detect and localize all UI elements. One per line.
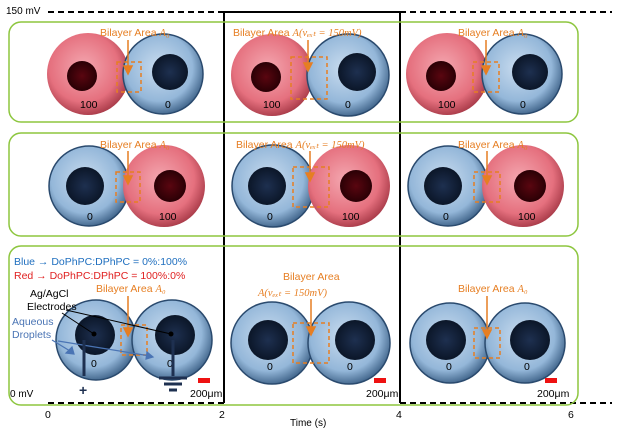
row2-col2-droplet-pair	[231, 144, 390, 228]
blue-droplet-core	[66, 167, 104, 205]
label-aext-formula-r3c2: A(vₑₓₜ = 150mV)	[257, 288, 327, 299]
row1-col1-droplet-pair	[47, 33, 204, 115]
red-droplet-core	[340, 170, 372, 202]
label-a0-r3c1: Bilayer Area A₀	[96, 283, 166, 295]
droplets-label-1: Aqueous	[12, 316, 53, 328]
droplets-label-2: Droplets	[12, 329, 51, 341]
droplet-pointers	[51, 339, 155, 360]
label-a0-r3c3: Bilayer Area A₀	[458, 283, 528, 295]
red-droplet-core	[251, 62, 281, 92]
time-tick-6: 6	[568, 409, 574, 421]
scale-label-3: 200μm	[537, 388, 570, 400]
svg-text:0: 0	[524, 361, 530, 373]
time-axis-label: Time (s)	[290, 418, 326, 429]
bilayer-arrows	[122, 40, 493, 340]
label-a0-r2c1: Bilayer Area A₀	[100, 139, 170, 151]
blue-droplet-core	[152, 54, 188, 90]
svg-text:100: 100	[263, 99, 281, 111]
svg-text:0: 0	[520, 99, 526, 111]
plus-sign: +	[79, 382, 87, 398]
electrode-pointers	[61, 309, 172, 335]
svg-text:0: 0	[167, 358, 173, 370]
bilayer-labels: Bilayer Area A₀ Bilayer Area A(vₑₓₜ = 15…	[96, 27, 528, 299]
svg-text:0: 0	[165, 99, 171, 111]
blue-droplet-core	[248, 167, 286, 205]
svg-text:100: 100	[342, 211, 360, 223]
row1-col3-droplet-pair	[406, 33, 563, 115]
electrodes-label-2: Electrodes	[27, 301, 77, 313]
row3-col1-droplet-pair	[55, 299, 213, 381]
voltage-top-label: 150 mV	[6, 6, 41, 17]
panel-row-3	[8, 245, 579, 406]
panel-row-2	[8, 132, 579, 237]
svg-text:100: 100	[518, 211, 536, 223]
blue-droplet-core	[248, 320, 288, 360]
blue-droplet-core	[426, 320, 466, 360]
time-tick-0: 0	[45, 409, 51, 421]
label-a0-r1c1: Bilayer Area A₀	[100, 27, 170, 39]
row2-col3-droplet-pair	[407, 145, 564, 227]
droplet-values: 100 0 100 0 100 0 0 100 0 100 0 100 0 0 …	[80, 99, 536, 373]
electrode-wires	[82, 340, 175, 376]
svg-text:0: 0	[91, 358, 97, 370]
label-a0-r1c3: Bilayer Area A₀	[458, 27, 528, 39]
time-tick-4: 4	[396, 409, 402, 421]
svg-text:0: 0	[347, 361, 353, 373]
bilayer-region-box	[292, 166, 330, 208]
svg-text:0: 0	[443, 211, 449, 223]
panel-row-1	[8, 21, 579, 123]
label-aext-r1c2: Bilayer Area A(vₑₓₜ = 150mV)	[233, 27, 362, 39]
svg-text:0: 0	[87, 211, 93, 223]
red-droplet-core	[67, 61, 97, 91]
red-droplet-core	[154, 170, 186, 202]
bilayer-region-box	[290, 56, 328, 100]
ground-symbol-icon	[159, 376, 187, 392]
voltage-waveform	[48, 11, 612, 404]
bilayer-region-box	[115, 171, 141, 203]
electrode-tip-left	[91, 331, 97, 337]
red-droplet-core	[514, 170, 546, 202]
blue-droplet-core	[338, 53, 376, 91]
electrode-tip-right	[168, 331, 174, 337]
row2-col1-droplet-pair	[48, 145, 205, 227]
blue-droplet-core	[512, 54, 548, 90]
row3-col3-droplet-pair	[409, 302, 566, 384]
svg-text:100: 100	[80, 99, 98, 111]
scale-bar-1	[198, 378, 210, 383]
svg-text:0: 0	[267, 361, 273, 373]
svg-text:0: 0	[267, 211, 273, 223]
legend-blue: Blue → DoPhPC:DPhPC = 0%:100%	[14, 256, 187, 268]
label-aext-r2c2: Bilayer Area A(vₑₓₜ = 150mV)	[236, 139, 365, 151]
blue-droplet-core	[424, 167, 462, 205]
blue-droplet-core	[510, 320, 550, 360]
scale-label-2: 200μm	[366, 388, 399, 400]
svg-text:0: 0	[345, 99, 351, 111]
blue-droplet-core	[335, 320, 375, 360]
red-droplet-core	[426, 61, 456, 91]
row3-col2-droplet-pair	[230, 301, 391, 385]
label-bilayer-area-r3c2: Bilayer Area	[283, 271, 340, 283]
electrodes-label-1: Ag/AgCl	[30, 288, 69, 300]
scale-label-1: 200μm	[190, 388, 223, 400]
blue-droplet-core	[155, 315, 195, 355]
voltage-bottom-label: 0 mV	[10, 389, 34, 400]
svg-text:0: 0	[446, 361, 452, 373]
row1-col2-droplet-pair	[231, 33, 390, 117]
time-tick-2: 2	[219, 409, 225, 421]
label-a0-r2c3: Bilayer Area A₀	[458, 139, 528, 151]
scale-bar-3	[545, 378, 557, 383]
legend-red: Red → DoPhPC:DPhPC = 100%:0%	[14, 270, 185, 282]
svg-text:100: 100	[159, 211, 177, 223]
scale-bar-2	[374, 378, 386, 383]
bilayer-region-box	[116, 61, 142, 93]
svg-text:100: 100	[438, 99, 456, 111]
